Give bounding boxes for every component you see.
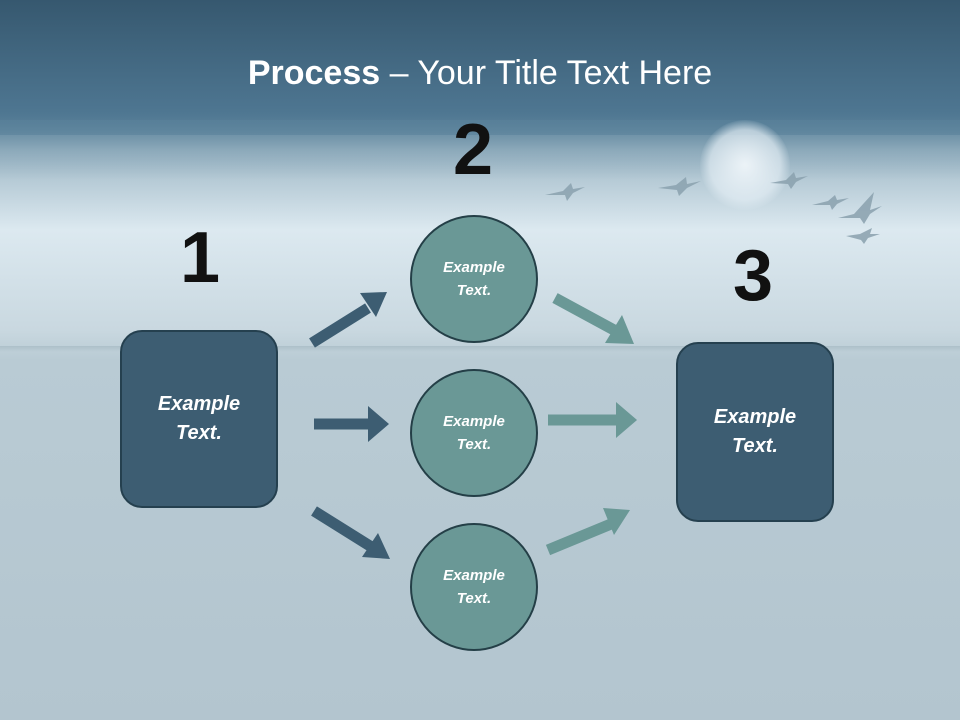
step-number-2: 2 (452, 110, 494, 190)
arrow-1-to-middle (314, 406, 389, 442)
step-2-circle-2: Example Text. (410, 369, 538, 497)
step-3-label: Example Text. (713, 406, 797, 457)
step-1-label: Example Text. (157, 393, 241, 444)
title-rest: – Your Title Text Here (380, 54, 713, 92)
step-2-circle-1: Example Text. (410, 215, 538, 343)
slide-title: Process – Your Title Text Here (0, 54, 960, 93)
step-3-box: Example Text. (676, 342, 834, 522)
step-number-3: 3 (732, 236, 774, 316)
arrow-1-to-bottom (311, 506, 390, 559)
sky-band (0, 0, 960, 135)
arrow-1-to-top (309, 292, 387, 348)
moon (700, 120, 790, 210)
step-2-circle-3-label: Example Text. (443, 567, 505, 607)
sky-haze (0, 120, 960, 180)
step-2-circle-2-label: Example Text. (443, 413, 505, 453)
arrow-bottom-to-3 (545, 508, 630, 556)
arrow-top-to-3 (552, 293, 634, 344)
step-2-circle-3: Example Text. (410, 523, 538, 651)
step-number-1: 1 (179, 218, 221, 298)
horizon-line (0, 346, 960, 352)
arrow-middle-to-3 (548, 402, 637, 438)
step-1-box: Example Text. (120, 330, 278, 508)
title-bold: Process (247, 54, 381, 92)
step-2-circle-1-label: Example Text. (443, 259, 505, 299)
